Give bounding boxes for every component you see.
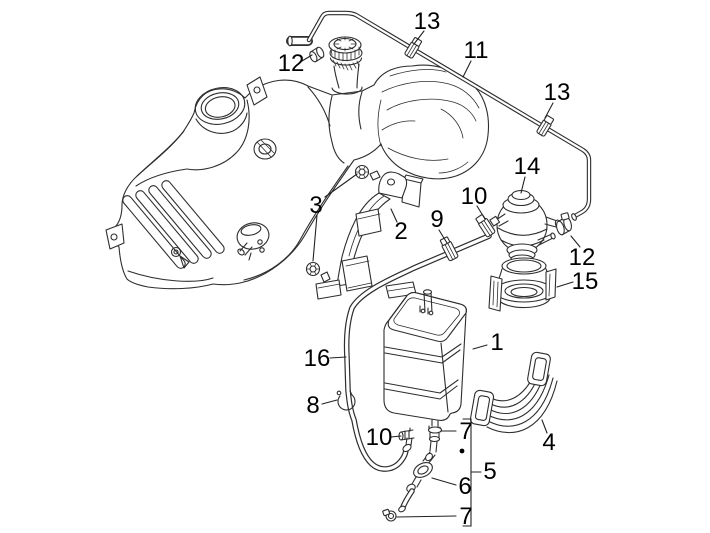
callout-15: 15 xyxy=(572,268,599,295)
callout-8: 8 xyxy=(306,392,319,419)
elbow-fitting-10-b xyxy=(398,427,415,446)
mounting-bracket-drawing xyxy=(305,164,424,300)
tank-tab xyxy=(246,76,268,106)
rubber-cup-drawing xyxy=(488,257,557,312)
hose-clamp-10-a xyxy=(475,214,496,238)
tank-sensor xyxy=(170,246,190,269)
mounting-strap-drawing xyxy=(469,351,558,434)
callout-7-a: 7 xyxy=(459,418,472,445)
fitting-7-a xyxy=(427,425,443,443)
drain-assembly-drawing xyxy=(382,418,482,527)
fuel-tank-drawing xyxy=(105,36,490,299)
callout-1: 1 xyxy=(490,329,503,356)
callout-12-a: 12 xyxy=(278,50,305,77)
pipe-clamp-12-b xyxy=(556,212,572,236)
leader-lines xyxy=(301,30,581,518)
callout-6: 6 xyxy=(458,473,471,500)
breather-hose-drawing xyxy=(336,233,492,472)
group-bracket-5 xyxy=(462,418,482,527)
callout-9: 9 xyxy=(430,206,443,233)
breather-valve-drawing xyxy=(475,189,572,264)
group-dot xyxy=(459,448,465,454)
callout-5: 5 xyxy=(483,458,496,485)
fuel-tap xyxy=(236,222,270,261)
nut-upper xyxy=(354,164,370,180)
vent-pipe-drawing xyxy=(286,10,592,221)
pipe-clamp-13-a xyxy=(404,37,423,59)
pipe-elbow-opening xyxy=(287,35,293,47)
callout-13-b: 13 xyxy=(544,79,571,106)
callout-14: 14 xyxy=(514,153,541,180)
callout-16: 16 xyxy=(304,345,331,372)
callout-4: 4 xyxy=(542,429,555,456)
callout-3: 3 xyxy=(309,192,322,219)
tank-opening-rings xyxy=(194,87,246,125)
callout-10-a: 10 xyxy=(461,183,488,210)
callout-13-a: 13 xyxy=(414,8,441,35)
callout-11: 11 xyxy=(464,37,489,64)
canister-drawing xyxy=(383,289,467,428)
callout-10-b: 10 xyxy=(366,424,393,451)
bolt-lower xyxy=(320,271,331,283)
filter-6 xyxy=(413,462,433,478)
strap-hook-left xyxy=(469,389,495,427)
callout-2: 2 xyxy=(394,218,407,245)
strap-hook-right xyxy=(527,351,551,387)
tank-hump-facets xyxy=(377,69,480,174)
fitting-7-b xyxy=(382,508,397,522)
callout-12-b: 12 xyxy=(569,244,596,271)
callout-labels: 13 11 12 13 14 10 3 9 2 12 15 1 16 8 10 … xyxy=(278,8,599,530)
tank-rib-panel xyxy=(122,180,225,269)
pipe-clamp-12-a xyxy=(309,46,325,63)
nut-lower xyxy=(305,261,321,277)
hose-clip-8 xyxy=(336,390,356,411)
filler-neck-and-cap xyxy=(328,36,363,95)
callout-7-b: 7 xyxy=(459,503,472,530)
bolt-upper xyxy=(369,170,381,181)
